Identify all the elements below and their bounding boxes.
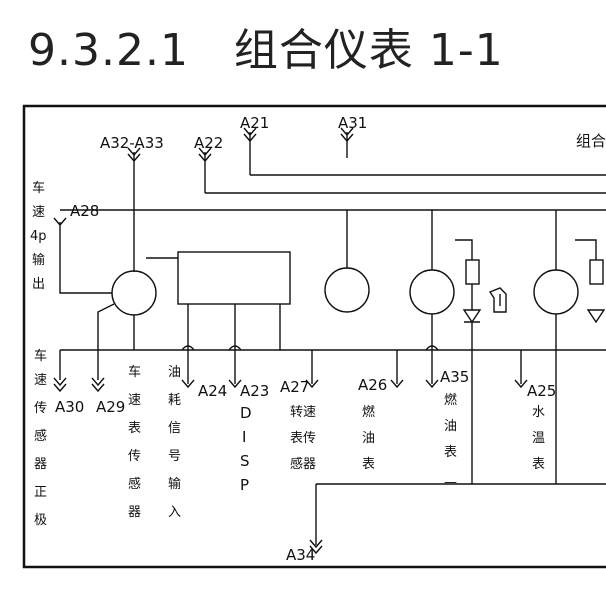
svg-text:温: 温 <box>532 431 545 446</box>
svg-text:表: 表 <box>444 445 457 460</box>
svg-text:极: 极 <box>34 513 47 528</box>
svg-text:输: 输 <box>32 252 45 268</box>
label-fuel-gauge: 燃 油 表 <box>362 404 375 472</box>
label-disp: D I S P <box>240 404 252 494</box>
speedometer-gauge <box>111 270 157 316</box>
wire-fuel-led <box>455 239 473 260</box>
label-a32-a33: A32-A33 <box>100 134 164 152</box>
svg-text:耗: 耗 <box>168 393 181 408</box>
fuel-computer-module <box>177 251 291 305</box>
svg-text:4p: 4p <box>30 229 47 244</box>
fuel-led-resistor <box>465 259 480 285</box>
label-a27: A27 <box>280 378 309 396</box>
svg-text:车: 车 <box>128 364 141 380</box>
wire-a28 <box>59 222 112 294</box>
wire-a29 <box>97 303 115 380</box>
svg-text:燃: 燃 <box>362 404 375 420</box>
label-a21: A21 <box>240 114 269 132</box>
label-fuel-signal-input: 油 耗 信 号 输 入 <box>168 365 181 520</box>
crossover-hops <box>181 345 439 351</box>
label-tacho-sensor: 转速 表传 感器 <box>290 405 316 472</box>
fuel-led-diode <box>462 309 482 324</box>
svg-text:车: 车 <box>34 348 47 364</box>
label-speedometer-sensor: 车 速 表 传 感 器 <box>128 364 141 520</box>
connector-marks <box>53 127 528 555</box>
label-fuel-gauge-negative: 燃 油 表 — <box>444 392 457 490</box>
svg-text:感: 感 <box>34 428 47 444</box>
svg-text:器: 器 <box>34 457 47 472</box>
label-a24: A24 <box>198 382 227 400</box>
label-a23: A23 <box>240 382 269 400</box>
label-speed-output: 车 速 4p 输 出 <box>30 180 47 292</box>
label-a28: A28 <box>70 202 99 220</box>
label-a22: A22 <box>194 134 223 152</box>
svg-text:速: 速 <box>128 393 141 408</box>
svg-text:感器: 感器 <box>290 456 316 472</box>
svg-text:入: 入 <box>168 505 181 520</box>
fuel-pump-icon <box>488 287 507 313</box>
svg-text:速: 速 <box>34 373 47 388</box>
svg-text:油: 油 <box>168 365 181 380</box>
label-combo-partial: 组合 <box>576 132 606 150</box>
svg-text:器: 器 <box>128 505 141 520</box>
label-a29: A29 <box>96 398 125 416</box>
tachometer-gauge <box>324 267 370 313</box>
svg-text:表: 表 <box>362 457 375 472</box>
svg-text:S: S <box>240 452 250 470</box>
svg-text:信: 信 <box>168 421 181 436</box>
svg-text:—: — <box>444 475 457 490</box>
right-led-diode <box>586 309 606 324</box>
page-title: 9.3.2.1 组合仪表 1-1 <box>28 25 504 76</box>
diagram-frame <box>22 104 606 569</box>
svg-text:表传: 表传 <box>290 431 316 446</box>
wire-right-led <box>575 239 597 260</box>
svg-text:传: 传 <box>128 449 141 464</box>
svg-text:油: 油 <box>444 419 457 434</box>
svg-text:传: 传 <box>34 401 47 416</box>
right-led-resistor <box>589 259 604 285</box>
label-a25: A25 <box>527 382 556 400</box>
label-a26: A26 <box>358 376 387 394</box>
fuel-gauge <box>409 269 455 315</box>
svg-text:P: P <box>240 476 249 494</box>
svg-text:号: 号 <box>168 449 181 464</box>
svg-text:速: 速 <box>32 205 45 220</box>
svg-text:车: 车 <box>32 180 45 196</box>
label-speed-sensor-positive: 车 速 传 感 器 正 极 <box>34 348 47 528</box>
svg-text:D: D <box>240 404 252 422</box>
svg-text:感: 感 <box>128 476 141 492</box>
svg-text:油: 油 <box>362 431 375 446</box>
svg-text:输: 输 <box>168 476 181 492</box>
svg-text:I: I <box>242 428 246 446</box>
svg-text:转速: 转速 <box>290 405 316 420</box>
label-water-temp-gauge: 水 温 表 <box>532 405 545 472</box>
svg-text:燃: 燃 <box>444 392 457 408</box>
svg-text:正: 正 <box>34 485 47 500</box>
label-a34: A34 <box>286 546 315 564</box>
svg-text:水: 水 <box>532 405 545 420</box>
water-temp-gauge <box>533 269 579 315</box>
label-a30: A30 <box>55 398 84 416</box>
svg-text:出: 出 <box>32 277 45 292</box>
svg-text:表: 表 <box>532 457 545 472</box>
label-a31: A31 <box>338 114 367 132</box>
label-a35: A35 <box>440 368 469 386</box>
svg-text:表: 表 <box>128 421 141 436</box>
